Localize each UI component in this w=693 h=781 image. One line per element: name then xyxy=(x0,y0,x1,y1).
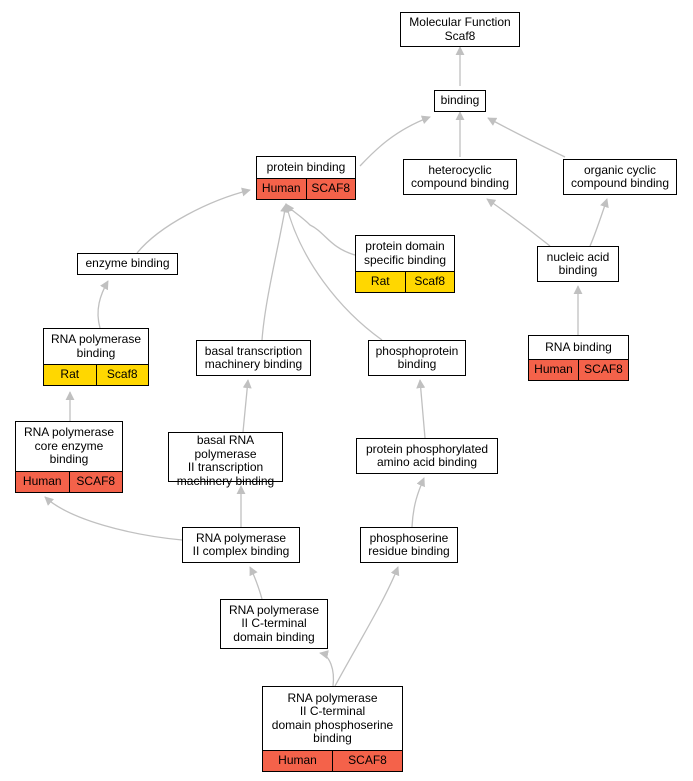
edge-arrow xyxy=(44,496,183,541)
edge-arrow xyxy=(319,650,335,687)
edge-arrow xyxy=(589,198,609,247)
edge-arrow xyxy=(97,280,109,329)
node-label: heterocyclic compound binding xyxy=(410,162,510,190)
annotation-species: Rat xyxy=(370,274,390,289)
edge-arrow xyxy=(334,566,400,687)
edge-arrow xyxy=(359,115,431,167)
node-label: phosphoserine residue binding xyxy=(368,530,450,558)
annotation-row: Human SCAF8 xyxy=(257,178,355,199)
node-label: RNA polymerase II complex binding xyxy=(192,530,290,558)
node-label: nucleic acid binding xyxy=(546,249,610,277)
annotation-row: Human SCAF8 xyxy=(16,471,122,492)
node-label: binding xyxy=(440,93,480,108)
node-label: RNA binding xyxy=(545,339,612,354)
edge-arrow xyxy=(242,379,252,433)
annotation-species: Human xyxy=(278,753,317,768)
node-label: basal RNA polymerase II transcription ma… xyxy=(176,433,275,488)
annotation-row: Human SCAF8 xyxy=(263,750,402,771)
node-molecular-function[interactable]: Molecular Function Scaf8 xyxy=(400,12,520,47)
node-heterocyclic-compound-binding[interactable]: heterocyclic compound binding xyxy=(403,159,517,195)
node-label: RNA polymerase binding xyxy=(50,332,142,360)
node-rna-polymerase-ii-complex-binding[interactable]: RNA polymerase II complex binding xyxy=(182,527,300,563)
node-nucleic-acid-binding[interactable]: nucleic acid binding xyxy=(537,246,619,282)
annotation-gene: SCAF8 xyxy=(578,360,628,380)
annotation-species: Human xyxy=(22,474,62,489)
node-label: protein binding xyxy=(266,159,346,174)
node-rna-polymerase-ii-ctd-binding[interactable]: RNA polymerase II C-terminal domain bind… xyxy=(220,599,328,649)
node-basal-rna-polymerase-ii-binding[interactable]: basal RNA polymerase II transcription ma… xyxy=(168,432,283,487)
node-binding[interactable]: binding xyxy=(434,90,486,112)
edge-arrow xyxy=(283,203,383,341)
node-label: Molecular Function Scaf8 xyxy=(409,15,511,43)
node-label: enzyme binding xyxy=(85,256,170,271)
node-basal-transcription-machinery-binding[interactable]: basal transcription machinery binding xyxy=(196,340,311,376)
node-label: RNA polymerase core enzyme binding xyxy=(23,425,115,467)
annotation-species: Human xyxy=(534,362,573,377)
node-label: basal transcription machinery binding xyxy=(204,343,303,371)
annotation-gene: Scaf8 xyxy=(95,365,149,385)
node-rna-polymerase-ii-ctd-phosphoserine-binding[interactable]: RNA polymerase II C-terminal domain phos… xyxy=(262,686,403,772)
node-label: RNA polymerase II C-terminal domain phos… xyxy=(271,690,394,745)
node-phosphoprotein-binding[interactable]: phosphoprotein binding xyxy=(368,340,466,376)
edge-arrow xyxy=(486,198,551,247)
node-label: phosphoprotein binding xyxy=(375,343,459,371)
edge-arrow xyxy=(136,187,251,254)
edge-arrow xyxy=(416,379,426,439)
edge-arrow xyxy=(249,566,263,600)
edge-arrow xyxy=(261,203,290,341)
annotation-gene: SCAF8 xyxy=(332,751,402,771)
node-protein-phosphorylated-amino-acid-binding[interactable]: protein phosphorylated amino acid bindin… xyxy=(356,438,498,474)
node-label: organic cyclic compound binding xyxy=(570,162,670,190)
annotation-species: Human xyxy=(261,181,301,196)
node-label: RNA polymerase II C-terminal domain bind… xyxy=(228,602,320,644)
edge-arrow xyxy=(487,117,566,158)
annotation-row: Rat Scaf8 xyxy=(44,364,148,385)
node-phosphoserine-residue-binding[interactable]: phosphoserine residue binding xyxy=(360,527,458,563)
annotation-row: Human SCAF8 xyxy=(529,359,628,380)
annotation-gene: SCAF8 xyxy=(68,472,123,492)
node-label: protein domain specific binding xyxy=(363,239,447,267)
annotation-gene: SCAF8 xyxy=(305,179,356,199)
annotation-gene: Scaf8 xyxy=(404,272,455,292)
annotation-species: Rat xyxy=(60,367,80,382)
edge-arrow xyxy=(411,477,425,528)
node-label: protein phosphorylated amino acid bindin… xyxy=(365,441,489,469)
node-organic-cyclic-compound-binding[interactable]: organic cyclic compound binding xyxy=(563,159,677,195)
node-enzyme-binding[interactable]: enzyme binding xyxy=(77,253,178,275)
annotation-row: Rat Scaf8 xyxy=(356,271,454,292)
